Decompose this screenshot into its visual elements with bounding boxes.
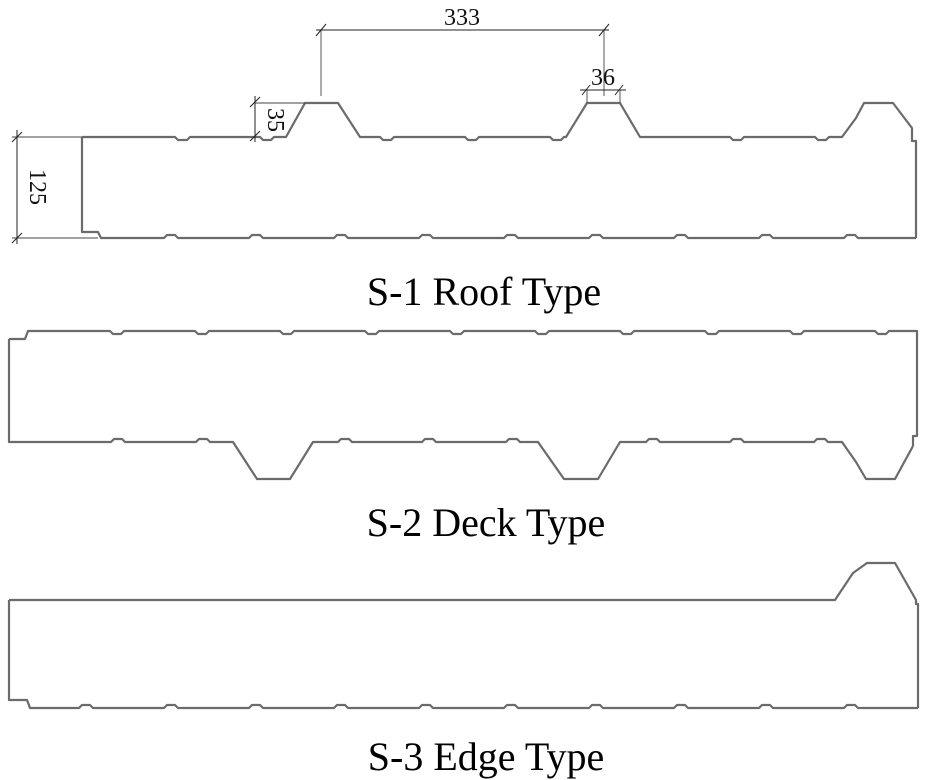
dim-rib-top-width: 36 [580,65,626,103]
dim-panel-thickness: 125 [11,130,98,244]
dim-rib-height-label: 35 [262,108,288,132]
dim-rib-spacing: 333 [315,5,610,96]
s3-edge-profile [7,561,920,710]
dim-rib-top-width-label: 36 [591,65,615,91]
s1-top-face [82,101,918,238]
dim-rib-height: 35 [249,96,305,142]
s2-deck-profile [7,329,919,481]
caption-s2: S-2 Deck Type [367,500,606,545]
s2-top-face [9,329,919,446]
s1-roof-profile [80,101,918,240]
s3-bottom-face [7,600,918,710]
caption-s1: S-1 Roof Type [367,269,601,314]
s1-bottom-face [80,137,916,240]
s2-bottom-face [7,339,914,481]
dim-rib-spacing-label: 333 [444,5,480,31]
dim-panel-thickness-label: 125 [24,169,50,205]
s3-top-face [9,561,920,708]
caption-s3: S-3 Edge Type [368,734,604,779]
